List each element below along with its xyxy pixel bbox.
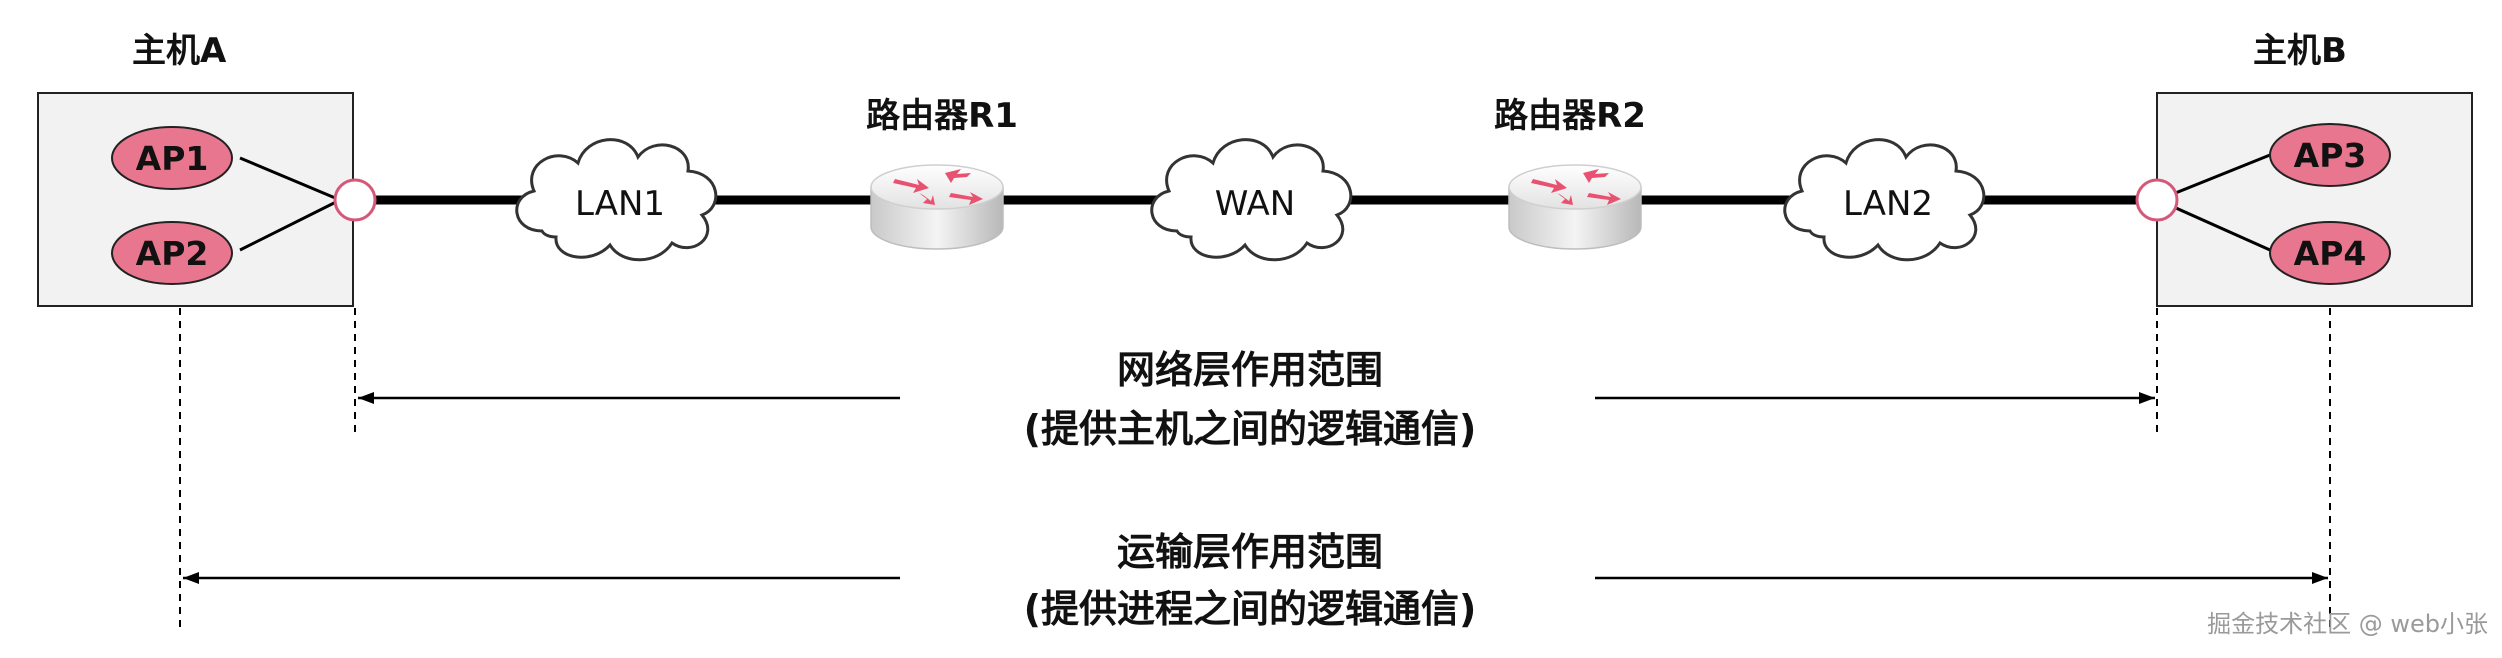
watermark: 掘金技术社区 @ web小张 [2207, 610, 2488, 638]
cloud-lan2: LAN2 [1783, 138, 1986, 262]
ap1-link [239, 156, 341, 202]
host-a: 主机A AP1 AP2 [37, 31, 377, 307]
host-a-label: 主机A [132, 31, 227, 71]
network-scope-title: 网络层作用范围 [1117, 348, 1383, 392]
app-ap3-label: AP3 [2294, 136, 2367, 175]
host-b-label: 主机B [2253, 31, 2347, 71]
cloud-wan-label: WAN [1215, 184, 1295, 224]
app-ap2: AP2 [111, 221, 233, 285]
host-b: 主机B AP3 AP4 [2135, 31, 2473, 307]
app-ap2-label: AP2 [136, 234, 209, 273]
router-r2: 路由器R2 [1494, 96, 1646, 250]
transport-layer-scope: 运输层作用范围 (提供进程之间的逻辑通信) [183, 530, 2328, 631]
app-ap3: AP3 [2269, 123, 2391, 187]
ap2-link [239, 198, 341, 252]
cloud-icon [515, 138, 718, 262]
network-layer-scope: 网络层作用范围 (提供主机之间的逻辑通信) [358, 348, 2155, 451]
cloud-icon [1150, 138, 1353, 262]
transport-scope-title: 运输层作用范围 [1117, 530, 1383, 574]
cloud-lan1-label: LAN1 [575, 184, 665, 224]
cloud-wan: WAN [1150, 138, 1353, 262]
cloud-lan2-label: LAN2 [1843, 184, 1933, 224]
host-b-port [2135, 178, 2179, 222]
app-ap4-label: AP4 [2294, 234, 2367, 273]
router-r2-label: 路由器R2 [1494, 96, 1646, 136]
cloud-icon [1783, 138, 1986, 262]
cloud-lan1: LAN1 [515, 138, 718, 262]
router-r1: 路由器R1 [866, 96, 1018, 250]
app-ap1-label: AP1 [136, 139, 209, 178]
router-r1-label: 路由器R1 [866, 96, 1018, 136]
network-scope-subtitle: (提供主机之间的逻辑通信) [1024, 407, 1477, 451]
host-a-port [333, 178, 377, 222]
app-ap4: AP4 [2269, 221, 2391, 285]
router-icon [870, 164, 1004, 250]
transport-scope-subtitle: (提供进程之间的逻辑通信) [1024, 587, 1477, 631]
app-ap1: AP1 [111, 126, 233, 190]
router-icon [1508, 164, 1642, 250]
